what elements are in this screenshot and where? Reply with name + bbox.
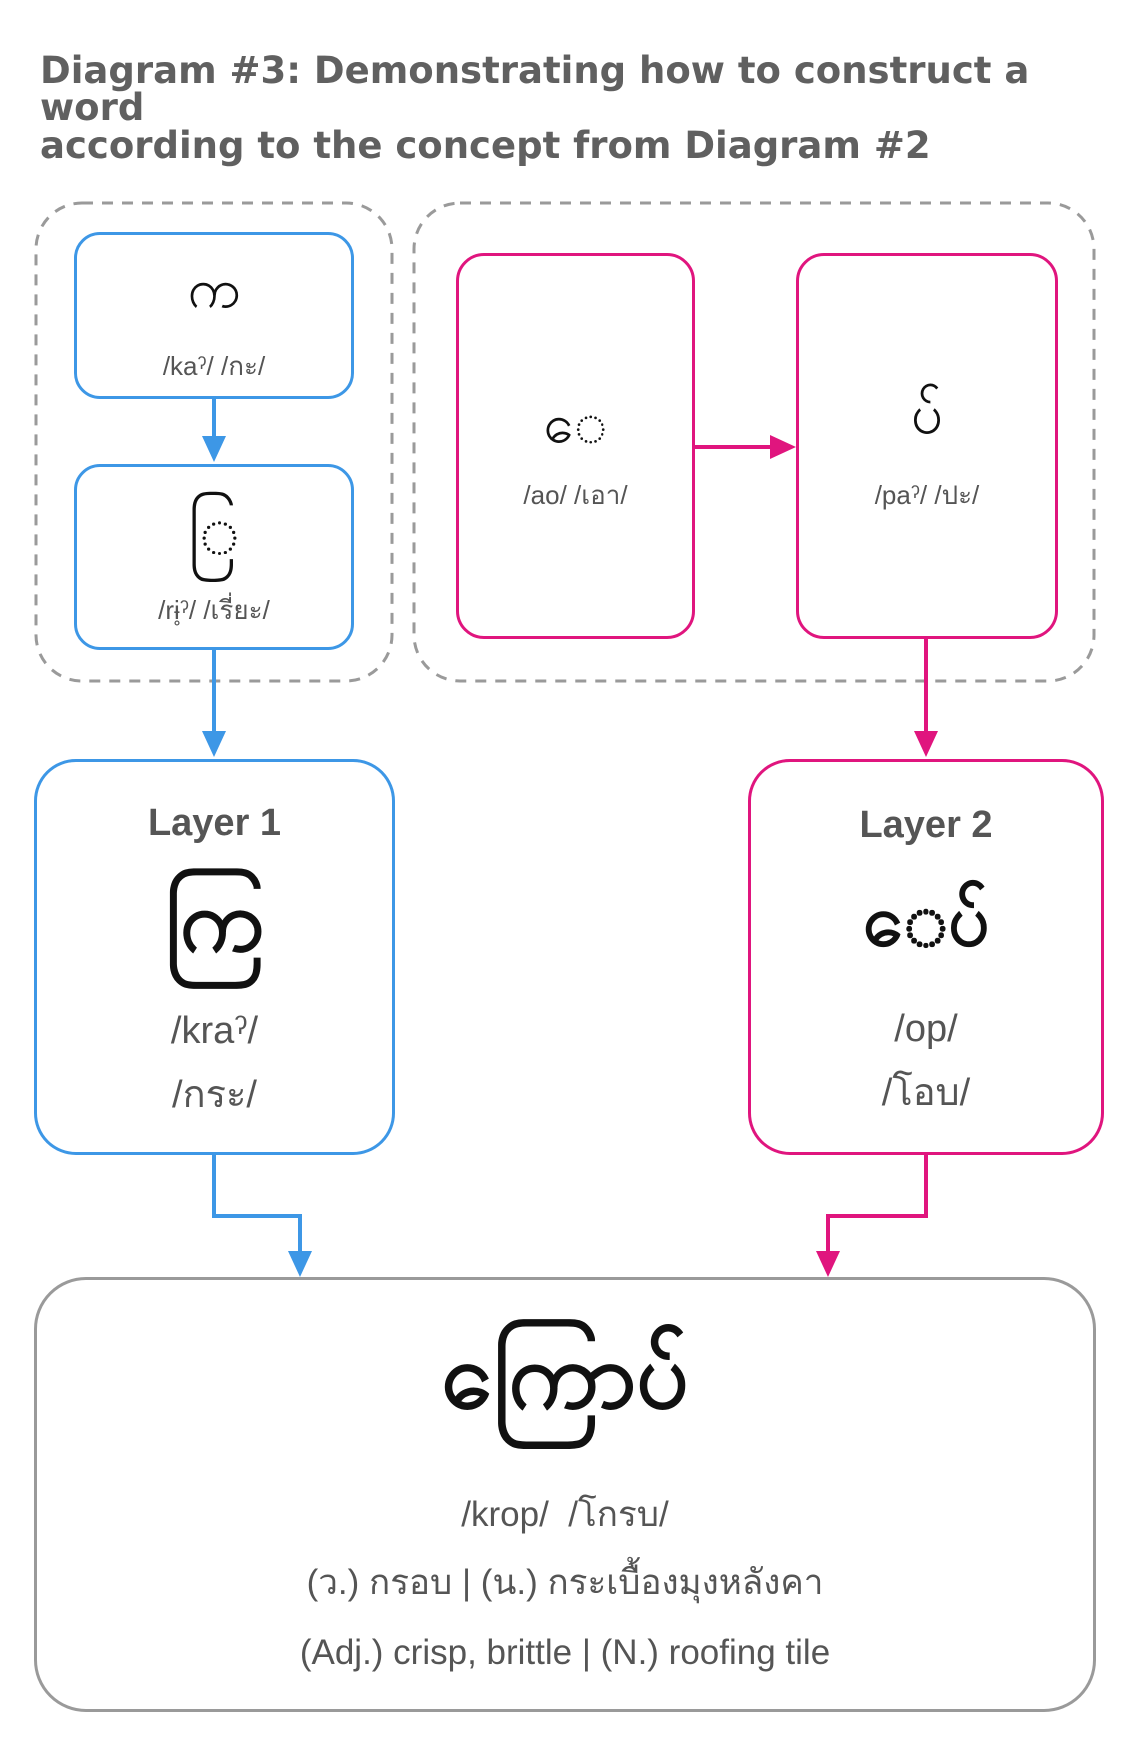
- result-glyph: ကြောပ်: [441, 1322, 689, 1429]
- layer2-title: Layer 2: [859, 804, 993, 846]
- component-pa-ipa: /paˀ/ /ปะ/: [874, 480, 980, 510]
- component-pa-box: ပ် /paˀ/ /ปะ/: [796, 253, 1058, 639]
- component-ao-glyph: ေ: [543, 392, 608, 455]
- result-thai-meaning: (ว.) กรอบ | (น.) กระเบื้องมุงหลังคา: [306, 1563, 824, 1602]
- layer1-ipa-line2: /กระ/: [172, 1074, 257, 1116]
- layer2-glyph: ေပ်: [862, 878, 990, 962]
- layer2-box: Layer 2 ေပ် /op/ /โอบ/: [748, 759, 1104, 1155]
- blue-arrows: [202, 399, 312, 1277]
- diagram-title-line2: according to the concept from Diagram #2: [40, 124, 931, 167]
- layer2-ipa-line2: /โอบ/: [881, 1072, 971, 1114]
- component-ra-ipa: /rɨ̥ˀ/ /เรี่ยะ/: [158, 595, 270, 625]
- layer1-title: Layer 1: [147, 802, 282, 844]
- layer1-ipa-line1: /kraˀ/: [170, 1010, 259, 1052]
- layer1-box: Layer 1 ကြ /kraˀ/ /กระ/: [34, 759, 395, 1155]
- component-ao-ipa: /ao/ /เอา/: [523, 480, 628, 510]
- layer1-glyph: ကြ: [165, 871, 264, 971]
- component-ka-glyph: က: [187, 257, 241, 320]
- layer2-ipa-line1: /op/: [894, 1008, 958, 1050]
- component-ao-box: ေ /ao/ /เอา/: [456, 253, 695, 639]
- component-ka-box: က /kaˀ/ /กะ/: [74, 232, 354, 399]
- component-ka-ipa: /kaˀ/ /กะ/: [162, 351, 266, 381]
- pink-arrows: [695, 435, 938, 1277]
- diagram-title-line1: Diagram #3: Demonstrating how to constru…: [40, 49, 1030, 129]
- result-ipa: /krop/ /โกรบ/: [461, 1495, 669, 1534]
- component-ra-glyph: ြ: [187, 492, 241, 569]
- component-ra-box: ြ /rɨ̥ˀ/ /เรี่ยะ/: [74, 464, 354, 650]
- result-english-meaning: (Adj.) crisp, brittle | (N.) roofing til…: [299, 1633, 831, 1672]
- result-box: ကြောပ် /krop/ /โกรบ/ (ว.) กรอบ | (น.) กร…: [34, 1277, 1096, 1712]
- component-pa-glyph: ပ်: [911, 382, 943, 447]
